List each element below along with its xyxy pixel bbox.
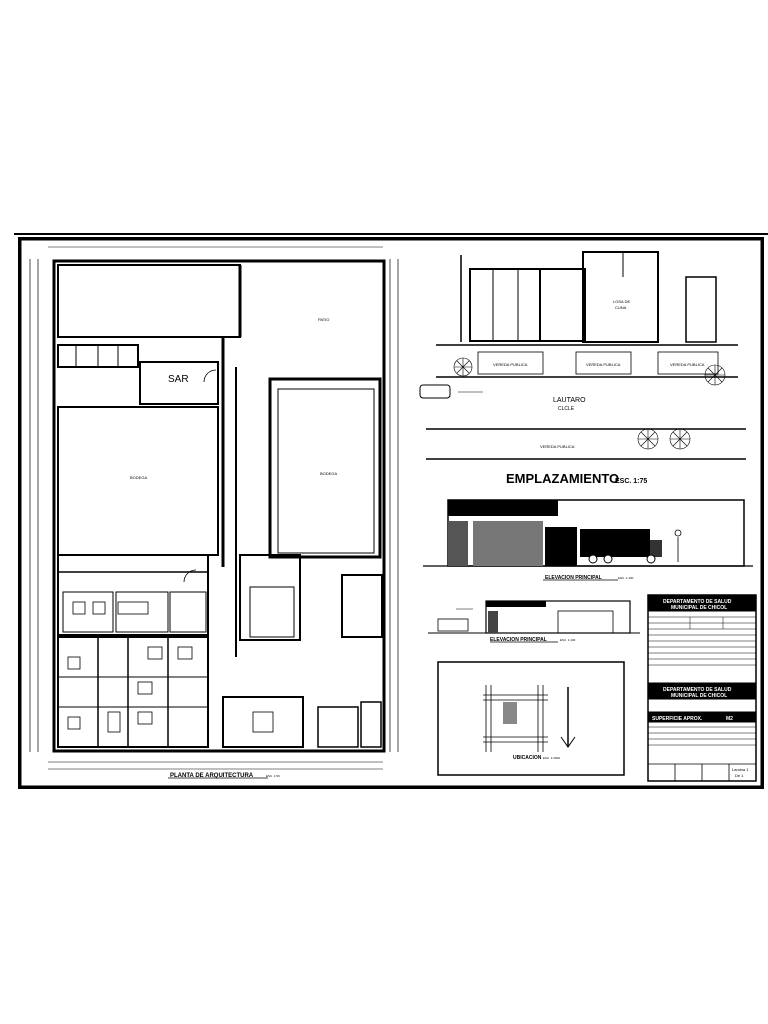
elevation-2-title: ELEVACION PRINCIPAL	[490, 637, 547, 643]
title-block	[647, 594, 757, 782]
location-scale: ESC. 1:2000	[543, 756, 560, 760]
drawing-canvas: PATIO SAR BODEGA BODEGA PLANTA DE ARQUIT…	[20, 239, 762, 787]
area-label-1: LOSA DE	[613, 299, 630, 304]
title-block-org-2: DEPARTAMENTO DE SALUD	[663, 687, 732, 693]
patio-label: PATIO	[318, 317, 329, 322]
elevation-main-1	[423, 499, 753, 567]
plan-scale: ESC. 1:50	[266, 774, 280, 778]
sheet-label: Lamina 1	[732, 767, 749, 772]
street-name: LAUTARO	[553, 397, 586, 404]
area-label: SUPERFICIE APROX.	[652, 716, 703, 722]
area-label-2: CUNA	[615, 305, 627, 310]
sidewalk-label-2: VEREDA PUBLICA	[586, 362, 621, 367]
elevation-main-2	[428, 600, 640, 634]
drawing-sheet: PATIO SAR BODEGA BODEGA PLANTA DE ARQUIT…	[18, 237, 764, 789]
site-title: EMPLAZAMIENTO	[506, 471, 619, 486]
site-scale: ESC. 1:75	[615, 478, 647, 485]
plan-title: PLANTA DE ARQUITECTURA	[170, 773, 254, 779]
elevation-1-title: ELEVACION PRINCIPAL	[545, 575, 602, 581]
location-map	[437, 661, 625, 776]
sheet-of: De 1	[735, 773, 744, 778]
title-block-org-1-sub: MUNICIPAL DE CHICOL	[671, 605, 727, 611]
elevation-1-scale: ESC. 1:100	[618, 576, 634, 580]
location-title: UBICACION	[513, 755, 542, 761]
street-sub: CLCLE	[558, 406, 575, 412]
title-block-org-2-sub: MUNICIPAL DE CHICOL	[671, 693, 727, 699]
floor-plan	[29, 246, 399, 770]
sidewalk-label-3: VEREDA PUBLICA	[670, 362, 705, 367]
elevation-2-scale: ESC. 1:100	[560, 638, 576, 642]
sidewalk-label-4: VEREDA PUBLICA	[540, 444, 575, 449]
site-plan	[419, 251, 746, 460]
title-block-org-1: DEPARTAMENTO DE SALUD	[663, 599, 732, 605]
bodega-label-1: BODEGA	[130, 475, 147, 480]
top-border-rule	[14, 233, 768, 235]
sidewalk-label-1: VEREDA PUBLICA	[493, 362, 528, 367]
sar-label: SAR	[168, 374, 189, 385]
bodega-label-2: BODEGA	[320, 471, 337, 476]
area-unit: M2	[726, 716, 733, 722]
